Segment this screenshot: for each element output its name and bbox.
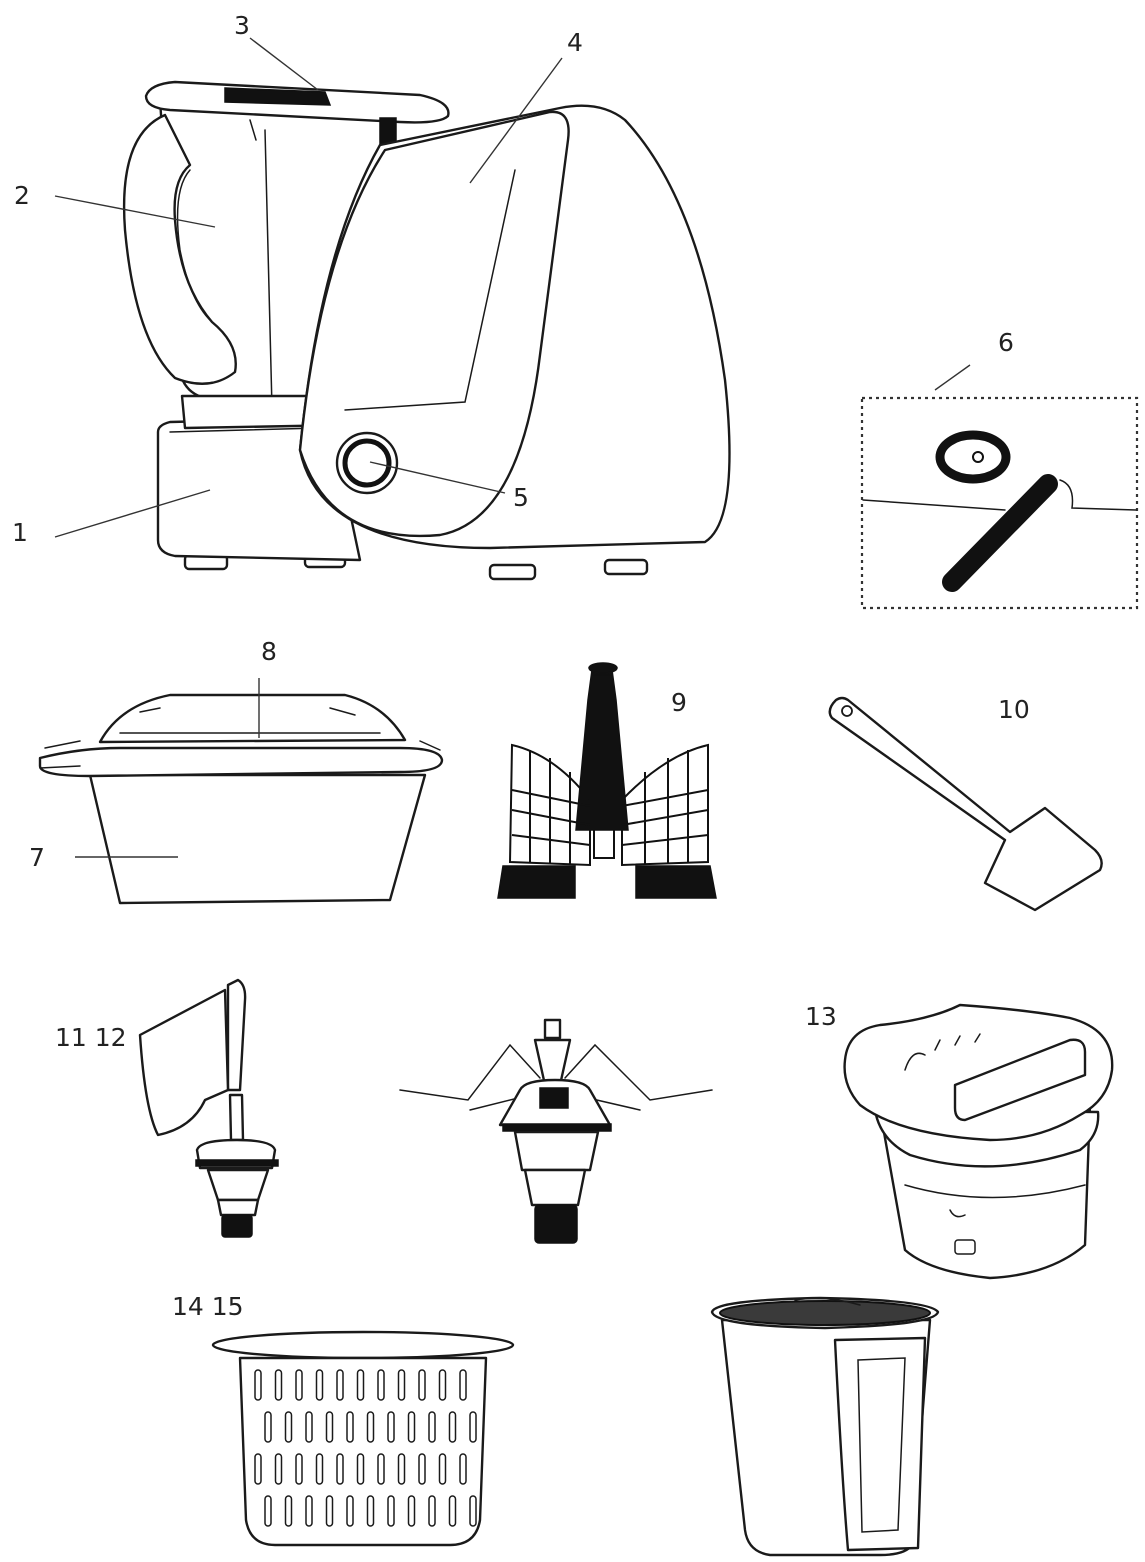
whisk-foot-left: [497, 865, 576, 899]
basket-slot: [377, 1453, 385, 1485]
basket-slot: [336, 1453, 344, 1485]
spatula-tool: [828, 696, 1103, 912]
basket-slot: [428, 1495, 436, 1527]
basket-slot: [356, 1369, 365, 1401]
part-number-labels: 1 2 3 4 5 6 7 8 9 10 11 12 13 14 15: [12, 11, 1030, 1321]
foot: [488, 563, 537, 581]
jug-cup-handle: [833, 1336, 927, 1552]
basket-slot: [448, 1495, 457, 1527]
label-14-15: 14 15: [172, 1292, 244, 1321]
measuring-jug: [710, 1296, 940, 1557]
basket-slot: [274, 1369, 283, 1401]
basket-slot: [397, 1453, 406, 1485]
basket-slot: [366, 1495, 375, 1527]
basket-slot: [459, 1453, 467, 1485]
food-processor-main-unit: [122, 80, 731, 581]
whisk-shaft: [575, 669, 629, 831]
basket-slot: [418, 1369, 426, 1401]
label-7: 7: [29, 843, 45, 872]
basket-slot: [346, 1495, 354, 1527]
basket-slot: [295, 1369, 303, 1401]
lid-latch: [953, 1038, 1087, 1122]
latch-arm: [942, 474, 1058, 592]
basket-slot: [254, 1369, 262, 1401]
kneading-paddle: [138, 988, 230, 1137]
basket-rim: [211, 1330, 515, 1360]
label-13: 13: [805, 1002, 837, 1031]
steamer-lid: [98, 693, 407, 744]
measuring-cap-lid: [843, 1003, 1114, 1280]
label-6: 6: [998, 328, 1014, 357]
label-9: 9: [671, 688, 687, 717]
basket-slot: [469, 1495, 477, 1527]
chopping-blade: [399, 1018, 713, 1244]
basket-slot: [305, 1411, 313, 1443]
label-8: 8: [261, 637, 277, 666]
basket-slot: [407, 1411, 416, 1443]
steamer-bowl: [88, 773, 427, 905]
basket-slot: [448, 1411, 457, 1443]
basket-slot: [305, 1495, 313, 1527]
basket-slot: [284, 1495, 293, 1527]
basket-slot: [325, 1411, 334, 1443]
basket-slot: [274, 1453, 283, 1485]
whisk-foot-right: [635, 865, 717, 899]
basket-slot: [418, 1453, 426, 1485]
steamer-rim: [38, 746, 444, 778]
basket-slot: [366, 1411, 375, 1443]
label-1: 1: [12, 518, 28, 547]
basket-slot: [377, 1369, 385, 1401]
basket-slot: [438, 1369, 447, 1401]
basket-slot: [387, 1495, 395, 1527]
basket-slot: [459, 1369, 467, 1401]
basket-slot: [428, 1411, 436, 1443]
lid-measuring-cup: [224, 87, 332, 106]
basket-slot: [254, 1453, 262, 1485]
lid-clip: [379, 117, 397, 145]
butterfly-whisk: [497, 662, 717, 899]
whisk-wing-right: [621, 743, 709, 867]
label-3: 3: [234, 11, 250, 40]
steamer-basket: [38, 693, 444, 905]
basket-slot: [315, 1453, 324, 1485]
basket-slot: [407, 1495, 416, 1527]
label-10: 10: [998, 695, 1030, 724]
label-11-12: 11 12: [55, 1023, 127, 1052]
basket-slot: [264, 1495, 272, 1527]
kneading-blade: [138, 978, 279, 1238]
basket-slot: [315, 1369, 324, 1401]
basket-slot: [295, 1453, 303, 1485]
jug-cup-opening: [719, 1300, 931, 1326]
blade-arms: [399, 1043, 713, 1111]
leader-lines: [54, 37, 971, 858]
basket-slot: [346, 1411, 354, 1443]
detail-frame: [860, 396, 1139, 610]
basket-slot: [356, 1453, 365, 1485]
basket-slot: [264, 1411, 272, 1443]
jug-handle: [122, 113, 237, 385]
strainer-basket: [211, 1330, 515, 1547]
basket-slot: [336, 1369, 344, 1401]
label-2: 2: [14, 181, 30, 210]
basket-slots: [254, 1369, 477, 1527]
basket-slot: [387, 1411, 395, 1443]
label-5: 5: [513, 483, 529, 512]
label-4: 4: [567, 28, 583, 57]
basket-slot: [284, 1411, 293, 1443]
basket-slot: [325, 1495, 334, 1527]
control-panel: [298, 110, 570, 538]
whisk-wing-left: [508, 743, 591, 867]
spatula: [828, 696, 1103, 912]
basket-body: [238, 1356, 488, 1547]
basket-slot: [397, 1369, 406, 1401]
basket-slot: [438, 1453, 447, 1485]
basket-slot: [469, 1411, 477, 1443]
latch-detail: [860, 396, 1139, 610]
lid-top-cap: [843, 1003, 1114, 1142]
foot: [603, 558, 649, 576]
